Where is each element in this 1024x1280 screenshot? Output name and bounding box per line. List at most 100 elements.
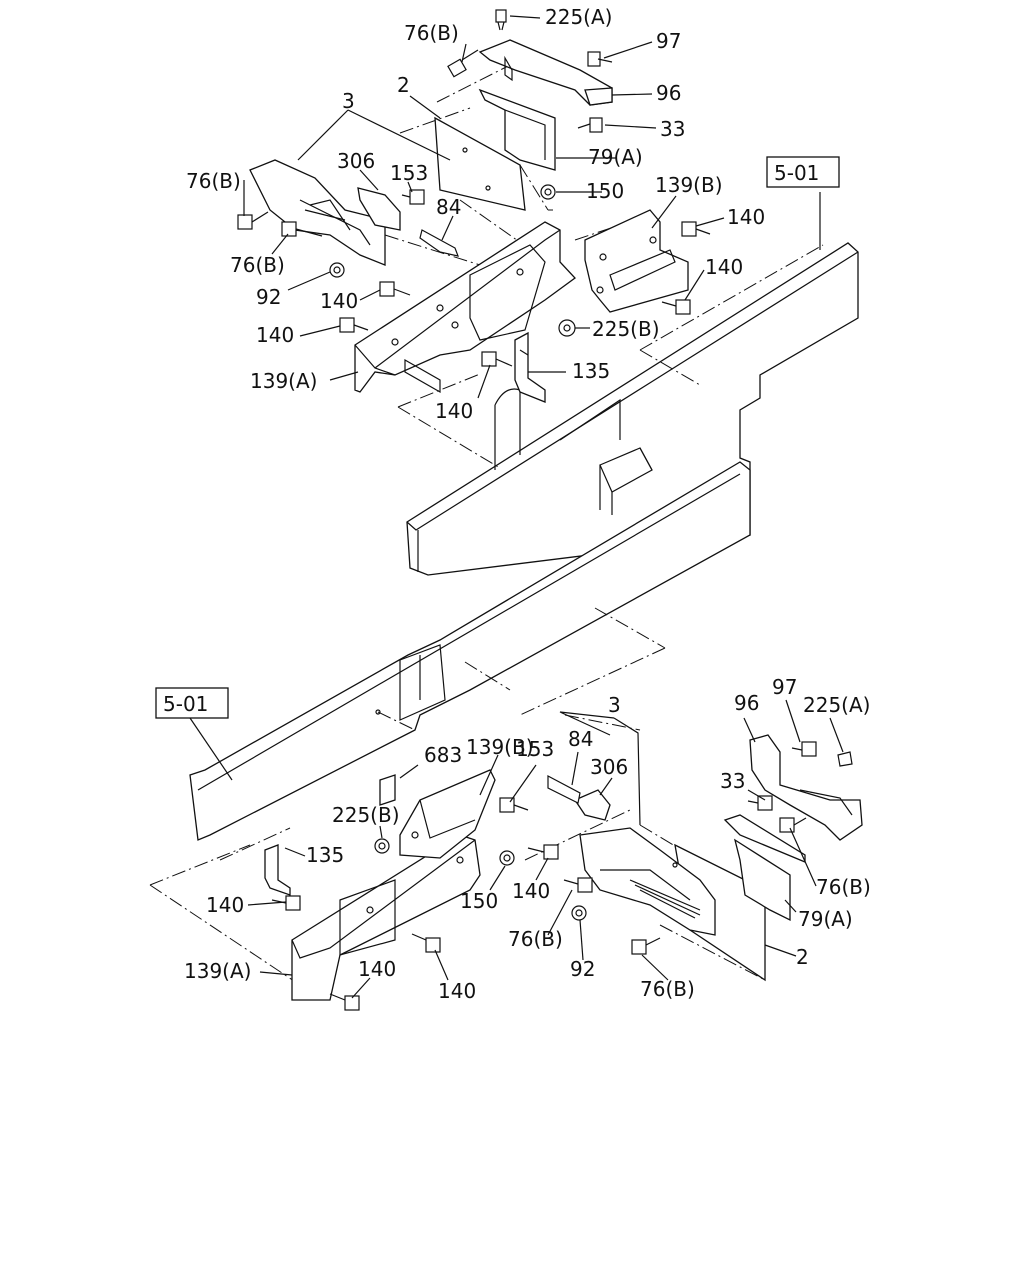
callout-140: 140 xyxy=(256,323,294,347)
nut-icon xyxy=(499,850,515,866)
mount-bracket-bottom xyxy=(749,734,863,841)
bolt-icon xyxy=(747,795,773,811)
bolt-icon xyxy=(577,117,603,133)
callout-139a: 139(A) xyxy=(250,369,317,393)
callout-97: 97 xyxy=(656,29,681,53)
callout-33: 33 xyxy=(720,769,745,793)
bolt-icon xyxy=(339,317,369,333)
bolt-icon xyxy=(329,993,360,1011)
step-assembly-bottom xyxy=(574,789,806,982)
top-assembly: 225(A) 76(B) 97 96 33 2 3 306 153 79(A) … xyxy=(186,5,859,576)
clip-icon xyxy=(547,775,581,804)
callout-76b: 76(B) xyxy=(508,927,563,951)
frame-rail-lower xyxy=(189,461,751,841)
callout-79a: 79(A) xyxy=(588,145,643,169)
bracket-139a-bottom xyxy=(291,834,481,1001)
callout-139b: 139(B) xyxy=(655,173,723,197)
callout-3: 3 xyxy=(608,693,621,717)
callout-140: 140 xyxy=(320,289,358,313)
bolt-icon xyxy=(411,933,441,953)
reference-label: 5-01 xyxy=(163,692,208,716)
callout-97: 97 xyxy=(772,675,797,699)
fasteners-bottom xyxy=(271,741,853,1011)
nut-icon xyxy=(329,262,345,278)
callout-225a: 225(A) xyxy=(545,5,612,29)
callout-79a: 79(A) xyxy=(798,907,853,931)
callout-76b: 76(B) xyxy=(816,875,871,899)
callout-140: 140 xyxy=(438,979,476,1003)
bolt-icon xyxy=(631,937,661,955)
callout-76b: 76(B) xyxy=(404,21,459,45)
callout-139a: 139(A) xyxy=(184,959,251,983)
callout-140: 140 xyxy=(206,893,244,917)
step-assembly-top xyxy=(249,116,526,266)
nut-icon xyxy=(540,184,556,200)
bolt-icon xyxy=(499,797,529,813)
bolt-icon xyxy=(447,49,479,78)
callout-140: 140 xyxy=(435,399,473,423)
callout-140: 140 xyxy=(727,205,765,229)
leaders-top xyxy=(243,15,821,399)
nut-icon xyxy=(558,319,576,337)
bolt-icon xyxy=(495,9,507,31)
callout-92: 92 xyxy=(256,285,281,309)
bolt-icon xyxy=(681,221,711,237)
bolt-icon xyxy=(779,817,807,833)
callout-225a: 225(A) xyxy=(803,693,870,717)
callout-153: 153 xyxy=(390,161,428,185)
callout-306: 306 xyxy=(590,755,628,779)
callout-2: 2 xyxy=(796,945,809,969)
callout-76b: 76(B) xyxy=(186,169,241,193)
callout-92: 92 xyxy=(570,957,595,981)
callout-140: 140 xyxy=(512,879,550,903)
callout-135: 135 xyxy=(572,359,610,383)
bolt-icon xyxy=(379,281,411,297)
callout-labels-bottom: 5-01 139(B) 3 96 97 225(A) 683 153 84 30… xyxy=(155,675,871,1003)
callout-33: 33 xyxy=(660,117,685,141)
bracket-139a-top xyxy=(354,221,576,394)
bracket-139b-bottom xyxy=(399,769,496,859)
callout-135: 135 xyxy=(306,843,344,867)
bottom-assembly: 5-01 139(B) 3 96 97 225(A) 683 153 84 30… xyxy=(149,461,871,1011)
callout-96: 96 xyxy=(656,81,681,105)
clip-icon xyxy=(837,751,853,767)
callout-683: 683 xyxy=(424,743,462,767)
callout-140: 140 xyxy=(358,957,396,981)
fasteners-top xyxy=(237,9,711,367)
bracket-139b-top xyxy=(584,209,689,313)
bolt-icon xyxy=(281,221,323,237)
reference-box xyxy=(766,156,840,188)
callout-3: 3 xyxy=(342,89,355,113)
bolt-icon xyxy=(481,351,513,367)
nut-icon xyxy=(571,905,587,921)
bolt-icon xyxy=(587,51,613,67)
bolt-icon xyxy=(791,741,817,757)
clip-icon xyxy=(419,229,459,257)
nut-icon xyxy=(374,838,390,854)
bolt-icon xyxy=(271,895,301,911)
callout-306: 306 xyxy=(337,149,375,173)
callout-2: 2 xyxy=(397,73,410,97)
callout-140: 140 xyxy=(705,255,743,279)
callout-76b: 76(B) xyxy=(640,977,695,1001)
bolt-icon xyxy=(401,189,425,205)
callout-96: 96 xyxy=(734,691,759,715)
callout-139b: 139(B) xyxy=(466,735,534,759)
bracket-135-bottom xyxy=(264,774,396,896)
callout-84: 84 xyxy=(568,727,593,751)
mount-bracket-top xyxy=(478,39,613,171)
callout-225b: 225(B) xyxy=(592,317,660,341)
callout-150: 150 xyxy=(586,179,624,203)
reference-label: 5-01 xyxy=(774,161,819,185)
bolt-icon xyxy=(527,844,559,860)
callout-150: 150 xyxy=(460,889,498,913)
callout-76b: 76(B) xyxy=(230,253,285,277)
callout-225b: 225(B) xyxy=(332,803,400,827)
callout-153: 153 xyxy=(516,737,554,761)
bolt-icon xyxy=(563,877,593,893)
bolt-icon xyxy=(237,211,269,230)
leaders-bottom xyxy=(189,699,844,999)
bolt-icon xyxy=(661,299,691,315)
callout-labels-top: 225(A) 76(B) 97 96 33 2 3 306 153 79(A) … xyxy=(186,5,840,423)
